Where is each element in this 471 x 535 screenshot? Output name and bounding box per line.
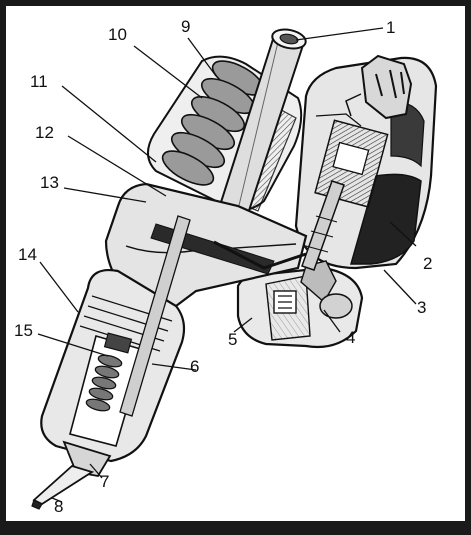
callout-2: 2 xyxy=(423,254,432,273)
spring-and-plunger-assembly xyxy=(147,28,307,228)
nozzle xyxy=(31,440,112,510)
callout-4: 4 xyxy=(346,328,355,347)
nozzle-spring xyxy=(85,354,123,412)
callout-7: 7 xyxy=(100,472,109,491)
callout-11: 11 xyxy=(30,72,48,91)
callout-labels: 1 2 3 4 5 6 7 8 9 10 11 12 13 14 15 xyxy=(14,17,432,516)
leader-lines xyxy=(37,27,417,503)
control-valve-block xyxy=(236,180,364,349)
callout-14: 14 xyxy=(18,245,37,264)
callout-10: 10 xyxy=(108,25,127,44)
callout-8: 8 xyxy=(54,497,63,516)
callout-1: 1 xyxy=(386,18,395,37)
callout-9: 9 xyxy=(181,17,190,36)
callout-5: 5 xyxy=(228,330,237,349)
callout-15: 15 xyxy=(14,321,33,340)
callout-3: 3 xyxy=(417,298,426,317)
callout-12: 12 xyxy=(35,123,54,142)
callout-13: 13 xyxy=(40,173,59,192)
callout-6: 6 xyxy=(190,357,199,376)
coil-spring xyxy=(161,60,265,186)
nozzle-holder xyxy=(40,215,191,463)
illustration-frame: 1 2 3 4 5 6 7 8 9 10 11 12 13 14 15 xyxy=(6,6,465,521)
injector-cutaway-drawing: 1 2 3 4 5 6 7 8 9 10 11 12 13 14 15 xyxy=(14,17,438,516)
